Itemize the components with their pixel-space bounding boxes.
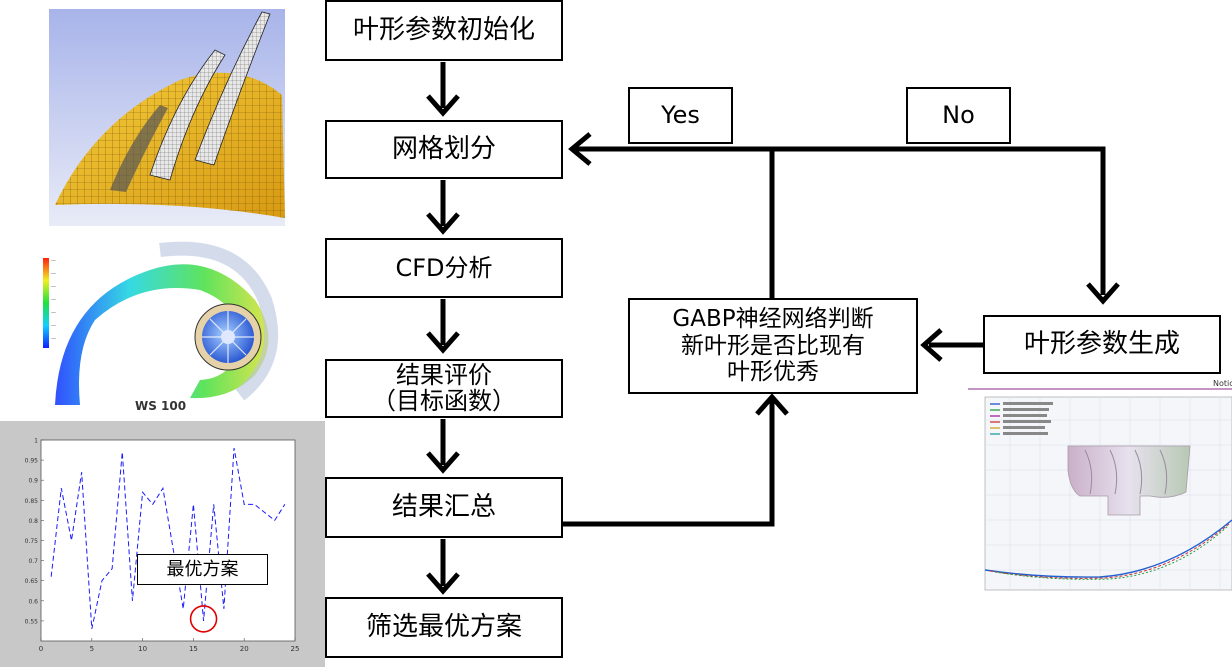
chart-x-tick-label: 25 (291, 645, 300, 653)
chart-y-tick-label: 0.8 (28, 518, 38, 525)
node-evaluation: 结果评价 （目标函数） (325, 359, 563, 418)
chart-x-tick-label: 10 (138, 645, 147, 653)
chart-y-tick-label: 0.95 (25, 458, 39, 465)
chart-series-line (50, 447, 286, 630)
arrow-generate-to-gabp (920, 328, 983, 362)
optimal-point-marker (189, 605, 218, 633)
arrow-gabp-to-mesh-yes (568, 132, 775, 299)
node-generate-params: 叶形参数生成 (983, 315, 1221, 374)
volute-caption: WS 100 (135, 399, 186, 413)
gabp-line-2: 新叶形是否比现有 (681, 332, 865, 359)
svg-text:—: — (51, 271, 56, 277)
evaluation-line-1: 结果评价 (396, 361, 492, 390)
chart-y-tick-label: 0.9 (28, 478, 38, 485)
svg-text:—: — (51, 284, 56, 290)
blade-mesh-image (49, 9, 285, 226)
arrow-summary-to-gabp (563, 393, 789, 527)
chart-corner-label: Notic (1213, 379, 1232, 388)
gabp-line-3: 叶形优秀 (727, 359, 819, 386)
arrow-junction-to-generate-no (772, 146, 1120, 305)
arrow-eval-to-summary (426, 419, 460, 474)
arrow-mesh-to-cfd (426, 180, 460, 235)
node-cfd: CFD分析 (325, 238, 563, 298)
impeller-chart-image: Notic (968, 379, 1232, 595)
chart-x-tick-label: 15 (189, 645, 198, 653)
optimal-label: 最优方案 (137, 554, 268, 585)
svg-text:—: — (51, 258, 56, 264)
chart-ticks: 0 5 10 15 20 25 0.55 0.6 0.65 0.7 0.75 0.8 0.85 0.9 0.… (25, 438, 300, 654)
chart-y-tick-label: 0.75 (25, 538, 39, 545)
arrow-init-to-mesh (426, 62, 460, 117)
arrow-cfd-to-eval (426, 299, 460, 354)
chart-y-tick-label: 1 (34, 438, 38, 445)
chart-x-tick-label: 0 (39, 645, 43, 653)
gabp-line-1: GABP神经网络判断 (672, 306, 874, 333)
label-yes: Yes (628, 87, 733, 144)
node-mesh: 网格划分 (325, 120, 563, 179)
chart-y-tick-label: 0.6 (28, 598, 38, 605)
node-gabp-judge: GABP神经网络判断 新叶形是否比现有 叶形优秀 (628, 298, 918, 394)
optimization-chart: 0 5 10 15 20 25 0.55 0.6 0.65 0.7 0.75 0.8 0.85 0.9 0.… (0, 421, 325, 667)
node-summary: 结果汇总 (325, 477, 563, 538)
chart-y-tick-label: 0.65 (25, 578, 39, 585)
node-select-optimal: 筛选最优方案 (325, 597, 563, 658)
arrow-summary-to-select (426, 539, 460, 595)
svg-text:—: — (51, 336, 56, 342)
volute-cfd-image: — — — — — — — WS 100 (40, 238, 285, 413)
svg-text:—: — (51, 310, 56, 316)
chart-x-tick-label: 5 (90, 645, 94, 653)
label-no: No (906, 87, 1011, 144)
chart-y-tick-label: 0.85 (25, 498, 39, 505)
evaluation-line-2: （目标函数） (372, 386, 516, 415)
chart-y-tick-label: 0.7 (28, 558, 38, 565)
node-init-params: 叶形参数初始化 (325, 0, 563, 61)
svg-text:—: — (51, 297, 56, 303)
chart-y-tick-label: 0.55 (25, 618, 39, 625)
chart-x-tick-label: 20 (240, 645, 249, 653)
connectors (426, 62, 1120, 595)
svg-text:—: — (51, 323, 56, 329)
